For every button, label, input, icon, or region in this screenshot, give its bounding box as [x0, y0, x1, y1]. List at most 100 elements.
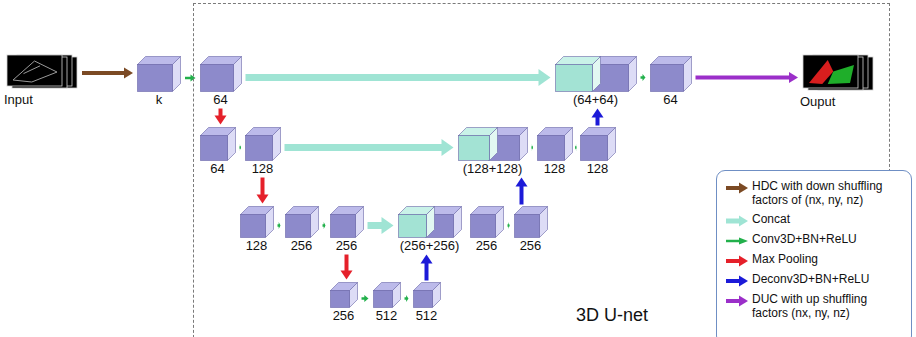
legend-arrow-head	[739, 296, 748, 307]
green-arrow	[323, 222, 326, 229]
cube-side	[683, 56, 691, 91]
arrow-head	[508, 222, 509, 229]
output-volume: Ouput	[800, 54, 876, 110]
cube-side	[489, 127, 497, 160]
teal-arrow	[285, 139, 454, 156]
arrow-head	[421, 255, 433, 264]
cube-graphic	[514, 206, 548, 238]
arrow-head	[257, 195, 269, 204]
feature-block: 256	[512, 206, 550, 254]
feature-block: 128	[535, 127, 575, 177]
legend-entry: Concat	[725, 212, 905, 227]
cube-side	[607, 127, 615, 160]
cube-side	[564, 127, 572, 160]
concat-graphic	[458, 127, 528, 161]
arrow-shaft	[425, 263, 429, 281]
channel-count: (64+64)	[553, 92, 639, 108]
concat-graphic	[398, 206, 462, 238]
legend-entry: HDC with down shuffling factors of (nx, …	[725, 179, 905, 207]
legend-arrow-shaft	[726, 219, 740, 224]
image-texture	[13, 61, 57, 82]
arrow-shaft	[285, 144, 443, 151]
arrow-shaft	[696, 76, 791, 80]
channel-count: k	[135, 92, 183, 108]
input-graphic	[6, 54, 78, 92]
cube-side	[495, 206, 503, 237]
feature-block: 256	[328, 282, 360, 324]
channel-count: 256	[468, 238, 506, 254]
legend-arrow	[725, 182, 749, 194]
feature-block: 256	[283, 206, 321, 254]
channel-count: 512	[411, 308, 443, 324]
brown-arrow	[82, 68, 133, 79]
arrow-head	[539, 69, 551, 86]
cube-graphic	[137, 56, 181, 92]
cube-graphic	[413, 282, 441, 308]
feature-block: 512	[411, 282, 443, 324]
arrow-head	[279, 222, 281, 229]
frame-title: 3D U-net	[576, 307, 648, 323]
cube-graphic	[240, 206, 274, 238]
cube-graphic	[285, 206, 319, 238]
cube-side	[519, 127, 527, 160]
blue-arrow	[592, 109, 604, 126]
legend-arrow-shaft	[726, 259, 740, 263]
cube-side	[539, 206, 547, 237]
arrow-head	[643, 74, 646, 81]
cube-side	[453, 206, 461, 237]
cube-side	[592, 56, 600, 91]
cube-front	[398, 214, 426, 237]
legend-entry: Deconv3D+BN+ReLU	[725, 272, 905, 287]
cube-front	[537, 135, 564, 160]
cube-front	[245, 135, 272, 160]
arrow-shaft	[82, 71, 125, 75]
arrow-head	[239, 144, 241, 151]
green-arrow	[532, 144, 533, 151]
cube-side	[392, 282, 400, 307]
arrow-head	[531, 144, 533, 151]
arrow-head	[215, 116, 227, 125]
legend-arrow	[725, 295, 749, 307]
feature-block: 512	[371, 282, 403, 324]
channel-count: 64	[198, 161, 238, 177]
feature-block: 256	[328, 206, 366, 254]
arrow-head	[382, 217, 394, 234]
legend-entry: Conv3D+BN+ReLU	[725, 232, 905, 247]
legend-arrow-shaft	[726, 299, 740, 303]
cube-front	[240, 214, 265, 237]
arrow-shaft	[596, 117, 600, 126]
cube-front	[413, 290, 432, 307]
channel-count: Input	[4, 92, 80, 108]
legend-arrow-head	[739, 276, 748, 287]
image-slice	[7, 55, 62, 86]
input-volume: Input	[4, 54, 80, 108]
cube-side	[227, 127, 235, 160]
cube-side	[426, 206, 434, 237]
cube-graphic	[245, 127, 281, 161]
legend-text: Concat	[752, 212, 790, 226]
cube-graphic	[200, 56, 242, 92]
cube-graphic	[650, 56, 692, 92]
channel-count: 128	[535, 161, 575, 177]
cube-side	[272, 127, 280, 160]
channel-count: 256	[328, 238, 366, 254]
green-arrow	[508, 222, 510, 229]
cube-side	[628, 56, 636, 91]
green-arrow	[575, 144, 576, 151]
feature-block: 64	[198, 127, 238, 177]
arrow-head	[324, 222, 326, 229]
cube-graphic	[470, 206, 504, 238]
cube-side	[432, 282, 440, 307]
cube-graphic	[330, 206, 364, 238]
cube-front	[458, 135, 489, 160]
legend-arrow-head	[739, 238, 748, 245]
legend-arrow	[725, 275, 749, 287]
arrow-shaft	[219, 109, 223, 117]
cube-side	[349, 282, 357, 307]
legend-text: DUC with up shuffling factors (nx, ny, n…	[752, 292, 905, 320]
green-arrow	[240, 144, 241, 151]
channel-count: 64	[648, 92, 694, 108]
red-arrow	[257, 178, 269, 204]
cube-front	[330, 290, 349, 307]
cube-front	[470, 214, 495, 237]
